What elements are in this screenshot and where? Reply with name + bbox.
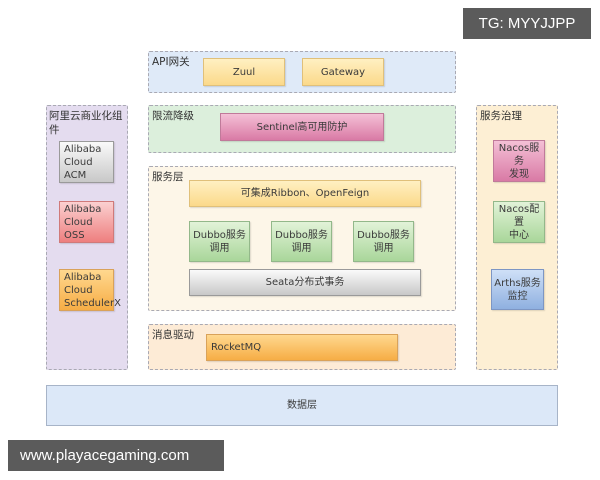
- dubbo-call-box-3[interactable]: Dubbo服务 调用: [353, 221, 414, 262]
- sentinel-label: Sentinel高可用防护: [256, 121, 348, 133]
- api-gateway-label: API网关: [152, 56, 190, 68]
- dubbo-3-line1: Dubbo服务: [357, 229, 410, 241]
- sentinel-box[interactable]: Sentinel高可用防护: [220, 113, 384, 141]
- message-driven-label: 消息驱动: [152, 329, 194, 341]
- nacos-config-line2: 中心: [509, 229, 529, 241]
- data-layer-label: 数据层: [287, 400, 317, 411]
- oss-line2: Cloud OSS: [64, 216, 93, 241]
- dubbo-2-line2: 调用: [291, 242, 312, 254]
- alibaba-acm-box[interactable]: Alibaba Cloud ACM: [59, 141, 114, 183]
- gateway-box[interactable]: Gateway: [302, 58, 384, 86]
- nacos-config-box[interactable]: Nacos配置 中心: [493, 201, 545, 243]
- dubbo-call-box-2[interactable]: Dubbo服务 调用: [271, 221, 332, 262]
- nacos-discovery-box[interactable]: Nacos服务 发现: [493, 140, 545, 182]
- arths-monitor-box[interactable]: Arths服务 监控: [491, 269, 544, 310]
- dubbo-1-line2: 调用: [209, 242, 230, 254]
- dubbo-1-line1: Dubbo服务: [193, 229, 246, 241]
- schedulerx-line3: SchedulerX: [64, 297, 121, 309]
- rocketmq-label: RocketMQ: [211, 342, 262, 353]
- rocketmq-box[interactable]: RocketMQ: [206, 334, 398, 361]
- nacos-discovery-line1: Nacos服务: [498, 142, 540, 167]
- nacos-config-line1: Nacos配置: [498, 203, 540, 228]
- watermark-site-text: www.playacegaming.com: [20, 447, 190, 464]
- zuul-label: Zuul: [232, 66, 256, 78]
- schedulerx-line1: Alibaba: [64, 271, 102, 283]
- alibaba-schedulerx-box[interactable]: Alibaba Cloud SchedulerX: [59, 269, 121, 311]
- gateway-label: Gateway: [320, 66, 366, 78]
- alibaba-components-label: 阿里云商业化组件: [49, 110, 123, 136]
- watermark-tg-text: TG: MYYJJPP: [478, 15, 576, 32]
- rate-limit-label: 限流降级: [152, 110, 194, 122]
- arths-monitor-line1: Arths服务: [494, 277, 541, 289]
- service-layer-label: 服务层: [152, 171, 184, 183]
- dubbo-3-line2: 调用: [373, 242, 394, 254]
- watermark-tg: TG: MYYJJPP: [463, 8, 591, 39]
- dubbo-call-box-1[interactable]: Dubbo服务 调用: [189, 221, 250, 262]
- data-layer-box[interactable]: 数据层: [46, 385, 558, 426]
- zuul-box[interactable]: Zuul: [203, 58, 285, 86]
- acm-line1: Alibaba: [64, 143, 102, 155]
- governance-label: 服务治理: [480, 110, 522, 122]
- schedulerx-line2: Cloud: [64, 284, 93, 296]
- message-driven-zone: 消息驱动: [148, 324, 456, 370]
- ribbon-openfeign-label: 可集成Ribbon、OpenFeign: [240, 188, 370, 199]
- alibaba-oss-box[interactable]: Alibaba Cloud OSS: [59, 201, 114, 243]
- ribbon-openfeign-box[interactable]: 可集成Ribbon、OpenFeign: [189, 180, 421, 207]
- arths-monitor-line2: 监控: [507, 290, 528, 302]
- seata-label: Seata分布式事务: [265, 277, 345, 288]
- oss-line1: Alibaba: [64, 203, 102, 215]
- dubbo-2-line1: Dubbo服务: [275, 229, 328, 241]
- watermark-site: www.playacegaming.com: [8, 440, 224, 471]
- nacos-discovery-line2: 发现: [509, 168, 529, 180]
- seata-box[interactable]: Seata分布式事务: [189, 269, 421, 296]
- acm-line2: Cloud ACM: [64, 156, 93, 181]
